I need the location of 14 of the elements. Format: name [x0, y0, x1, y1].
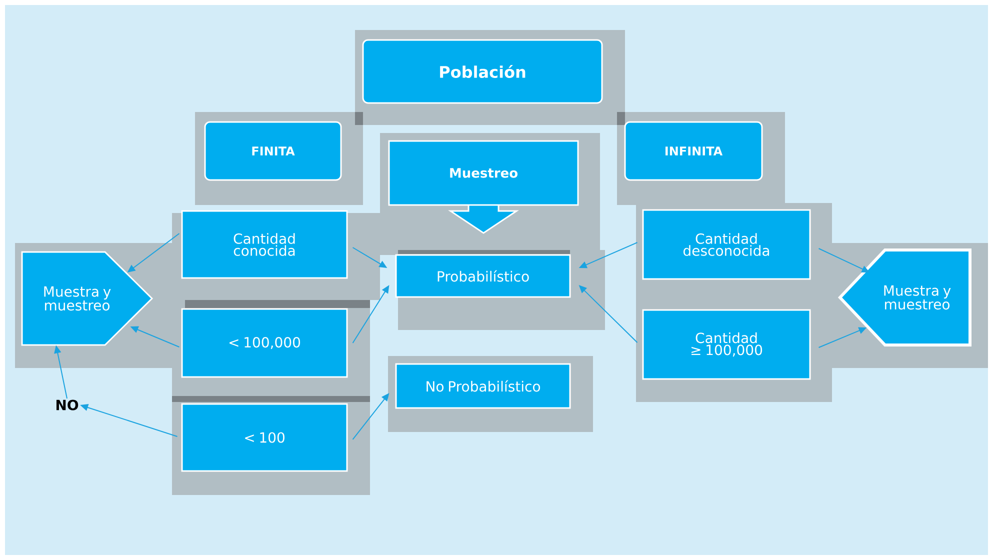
process-box: < 100,000	[181, 308, 348, 378]
pentagon-box: Muestra y muestreo	[21, 251, 154, 346]
pentagon-box: Muestra y muestreo	[838, 248, 972, 346]
rounded-box: FINITA	[204, 121, 342, 181]
process-box: No Probabilístico	[395, 363, 571, 409]
rounded-box: Población	[362, 39, 603, 104]
rounded-box: INFINITA	[624, 121, 763, 181]
process-box: Probabilístico	[395, 254, 571, 298]
process-box: < 100	[181, 403, 348, 472]
process-box: Cantidad desconocida	[642, 209, 811, 280]
arrow-box: Muestreo	[388, 140, 579, 234]
text-label: NO	[56, 400, 78, 410]
process-box: Cantidad ≥ 100,000	[642, 309, 811, 380]
process-box: Cantidad conocida	[181, 210, 348, 279]
